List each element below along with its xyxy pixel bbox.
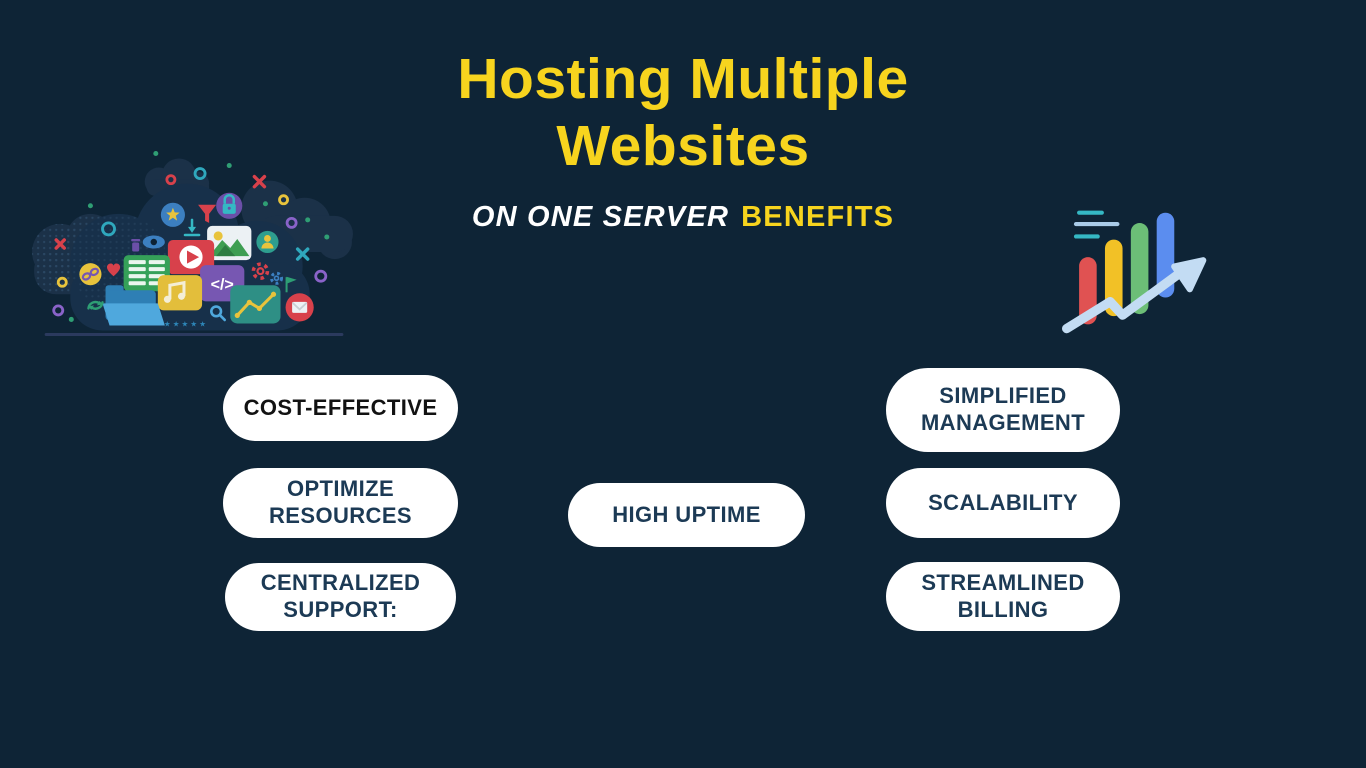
- link-icon: [79, 263, 102, 286]
- folder-icon: [102, 285, 165, 326]
- benefit-pill-label: STREAMLINED BILLING: [921, 569, 1085, 622]
- trash-icon: [131, 238, 141, 252]
- benefit-pill-streamlined-billing: STREAMLINED BILLING: [886, 562, 1120, 631]
- header: Hosting Multiple Websites ON ONE SERVER B…: [0, 46, 1366, 234]
- bar-yellow: [1104, 239, 1123, 317]
- lock-icon: [216, 192, 243, 219]
- title-line-2: Websites: [556, 113, 810, 178]
- subtitle-accent: BENEFITS: [741, 201, 895, 234]
- image-icon: [207, 225, 252, 261]
- benefit-pill-label: SCALABILITY: [928, 489, 1078, 515]
- cloud-apps-svg: </>: [32, 150, 353, 337]
- page-title: Hosting Multiple Websites: [0, 46, 1366, 179]
- scatter-decorations: [52, 150, 330, 322]
- eye-icon: [142, 235, 165, 249]
- sync-icon: [87, 300, 104, 310]
- star-icon: [160, 202, 185, 227]
- subtitle-prefix: ON ONE SERVER: [471, 201, 730, 234]
- benefit-pill-label: SIMPLIFIED MANAGEMENT: [920, 383, 1086, 435]
- growth-arrow: [1062, 257, 1207, 334]
- benefit-pill-cost-effective: COST-EFFECTIVE: [223, 375, 458, 441]
- download-icon: [183, 218, 201, 237]
- magnifier-icon: [210, 305, 227, 322]
- benefit-pill-centralized-support: CENTRALIZED SUPPORT:: [225, 563, 456, 631]
- benefit-pill-label: CENTRALIZED SUPPORT:: [260, 570, 421, 622]
- play-video-icon: [167, 239, 215, 275]
- benefit-pill-simplified-management: SIMPLIFIED MANAGEMENT: [886, 368, 1120, 452]
- title-line-1: Hosting Multiple: [457, 47, 909, 111]
- flag-icon: [285, 276, 297, 293]
- benefit-pill-label: OPTIMIZE RESOURCES: [269, 476, 412, 528]
- svg-text:</>: </>: [211, 275, 234, 293]
- bars: [1079, 212, 1175, 325]
- heart-icon: [106, 263, 121, 277]
- benefit-pill-high-uptime: HIGH UPTIME: [568, 483, 805, 547]
- cloud-apps-illustration: </>: [18, 143, 360, 345]
- person-icon: [256, 230, 279, 254]
- benefit-pill-label: HIGH UPTIME: [612, 501, 761, 527]
- benefit-pill-optimize-resources: OPTIMIZE RESOURCES: [223, 468, 458, 538]
- mail-icon: [285, 293, 314, 322]
- growth-chart-illustration: [1058, 192, 1214, 342]
- rating-stars-icon: ★ ★ ★ ★ ★: [164, 319, 206, 328]
- subtitle: ON ONE SERVER BENEFITS: [0, 201, 1366, 234]
- bar-green: [1130, 223, 1149, 315]
- funnel-icon: [198, 204, 217, 223]
- benefit-pill-label: COST-EFFECTIVE: [243, 394, 438, 420]
- speed-lines: [1073, 210, 1120, 239]
- line-chart-icon: [230, 285, 281, 324]
- growth-chart-svg: [1062, 210, 1207, 334]
- music-icon: [157, 275, 203, 311]
- benefit-pill-scalability: SCALABILITY: [886, 468, 1120, 538]
